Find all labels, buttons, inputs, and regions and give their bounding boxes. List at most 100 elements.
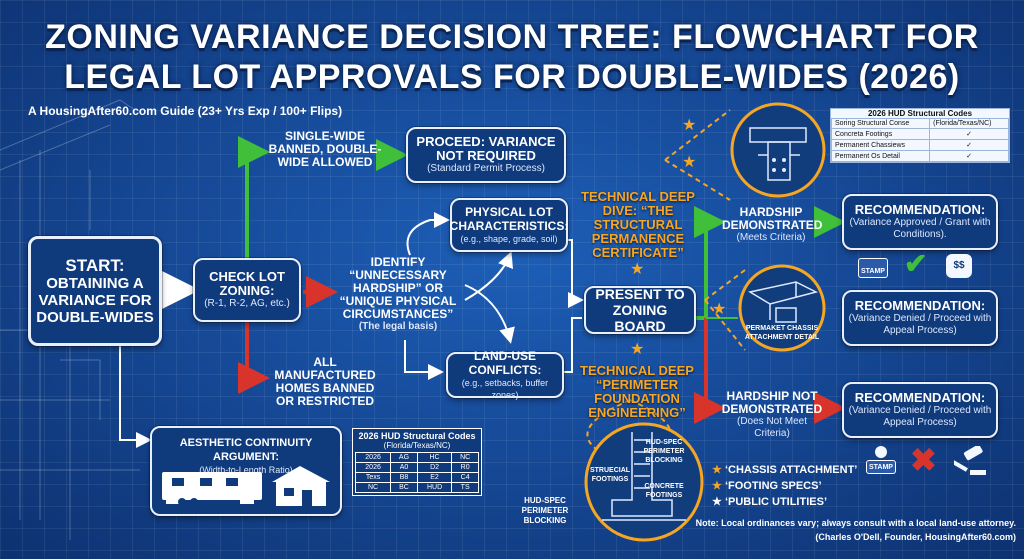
check-mark: ✓ [929, 150, 1009, 162]
hud-table-row: Permanent Chassiews [830, 139, 931, 151]
red-x-icon: ✖ [910, 442, 937, 478]
recommendation-denied-appeal-box: RECOMMENDATION: (Variance Denied / Proce… [842, 382, 998, 438]
hud-table-row: Concreta Footings [830, 128, 931, 140]
hudspec-blocking-outside-label: HUD-SPEC PERIMETER BLOCKING [521, 496, 569, 525]
legend-label: ‘PUBLIC UTILITIES’ [724, 496, 827, 508]
star-icon: ★ [682, 154, 697, 171]
codes-cell: A0 [390, 462, 418, 473]
structural-detail-circle [730, 102, 826, 198]
codes-cell: D2 [416, 462, 453, 473]
stamp-label: STAMP [861, 268, 885, 275]
legend-item: ★ ‘PUBLIC UTILITIES’ [712, 494, 857, 510]
check-lot-zoning-sub: (R-1, R-2, AG, etc.) [204, 298, 290, 309]
codes-table-subtitle: (Florida/Texas/NC) [383, 441, 451, 450]
hud-codes-table-top: 2026 HUD Structural Codes Soring Structu… [830, 108, 1010, 163]
start-line-1: START: [65, 256, 125, 275]
start-line-2: OBTAINING A [46, 275, 144, 292]
codes-cell: NC [354, 482, 392, 493]
footer-note: Note: Local ordinances vary; always cons… [695, 518, 1016, 528]
codes-cell: 2026 [354, 462, 392, 473]
legend-label: ‘FOOTING SPECS’ [724, 480, 822, 492]
hud-table-title: 2026 HUD Structural Codes [867, 109, 973, 118]
mobile-home-and-house-icons [162, 466, 330, 506]
aesthetic-sub: (Width-to-Length Ratio) [199, 465, 293, 475]
hud-table-header-right: (Florida/Texas/NC) [929, 118, 1009, 129]
identify-hardship-sub: (The legal basis) [358, 321, 438, 332]
star-icon: ★ [712, 496, 722, 508]
subtitle: A HousingAfter60.com Guide (23+ Yrs Exp … [28, 104, 343, 118]
land-use-title: LAND-USE CONFLICTS: [468, 349, 542, 377]
technical-deep-dive-2: TECHNICAL DEEP “PERIMETER FOUNDATION ENG… [580, 363, 694, 420]
codes-cell: HUD [416, 482, 453, 493]
chassis-detail-label: PERMAKET CHASSIS ATTACHMENT DETAIL [744, 325, 820, 341]
legend-item: ★ ‘CHASSIS ATTACHMENT’ [712, 462, 857, 478]
present-title: PRESENT TO ZONING BOARD [595, 286, 685, 334]
present-to-zoning-board-box: PRESENT TO ZONING BOARD [584, 286, 696, 334]
concrete-footings-label: CONCRETE FOOTINGS [644, 483, 684, 499]
recommendation-title: RECOMMENDATION: [854, 390, 986, 405]
codes-cell: HC [416, 452, 453, 463]
chassis-attachment-circle [738, 264, 826, 352]
codes-cell: C4 [451, 472, 479, 483]
check-lot-zoning-box: CHECK LOT ZONING: (R-1, R-2, AG, etc.) [193, 258, 301, 322]
recommendation-title: RECOMMENDATION: [854, 298, 986, 313]
recommendation-title: RECOMMENDATION: [854, 202, 986, 217]
star-icon: ★ [712, 301, 727, 318]
stamp-label: STAMP [866, 460, 896, 474]
hud-table-header-left: Soring Structural Conse [830, 118, 931, 129]
start-line-3: VARIANCE FOR [38, 292, 152, 309]
footer-credit: (Charles O'Dell, Founder, HousingAfter60… [815, 532, 1016, 542]
checkmark-icon: ✔ [904, 248, 928, 279]
stamp-icon: STAMP [858, 258, 888, 278]
legend-label: ‘CHASSIS ATTACHMENT’ [724, 464, 858, 476]
star-icon: ★ [712, 480, 722, 492]
star-icon: ★ [712, 464, 722, 476]
technical-deep-dive-1: TECHNICAL DEEP DIVE: “THE STRUCTURAL PER… [581, 189, 695, 260]
start-box: START: OBTAINING A VARIANCE FOR DOUBLE-W… [28, 236, 162, 346]
hud-table-row: Permanent Os Detail [830, 150, 931, 162]
title-line-2: LEGAL LOT APPROVALS FOR DOUBLE-WIDES (20… [64, 58, 960, 96]
codes-cell: R0 [451, 462, 479, 473]
codes-cell: B8 [390, 472, 418, 483]
hudspec-blocking-label: HUD-SPEC PERIMETER BLOCKING [643, 439, 685, 464]
aesthetic-title: AESTHETIC CONTINUITY ARGUMENT: [179, 437, 313, 463]
star-icon: ★ [630, 341, 645, 358]
recommendation-denied-box: RECOMMENDATION: (Variance Denied / Proce… [842, 290, 998, 346]
hardship-demonstrated-block: HARDSHIP DEMONSTRATED (Meets Criteria) [722, 205, 823, 244]
codes-cell: E2 [416, 472, 453, 483]
land-use-sub: (e.g., setbacks, buffer zones) [461, 378, 549, 400]
legend: ★ ‘CHASSIS ATTACHMENT’ ★ ‘FOOTING SPECS’… [712, 462, 857, 510]
codes-cell: TS [451, 482, 479, 493]
star-icon: ★ [630, 261, 645, 278]
codes-cell: Texs [354, 472, 392, 483]
check-mark: ✓ [929, 128, 1009, 140]
all-manufactured-banned-label: ALL MANUFACTURED HOMES BANNED OR RESTRIC… [274, 355, 376, 408]
hardship-demonstrated-sub: (Meets Criteria) [736, 232, 806, 243]
gavel-icon [954, 446, 986, 475]
identify-hardship-title: IDENTIFY “UNNECESSARY HARDSHIP” OR “UNIQ… [339, 255, 457, 321]
struecial-footings-label: STRUECIAL FOOTINGS [589, 467, 631, 483]
title-line-1: ZONING VARIANCE DECISION TREE: FLOWCHART… [45, 18, 979, 56]
hardship-not-demonstrated-sub: (Does Not Meet Criteria) [736, 416, 808, 439]
land-use-box: LAND-USE CONFLICTS: (e.g., setbacks, buf… [446, 349, 564, 400]
legend-item: ★ ‘FOOTING SPECS’ [712, 478, 857, 494]
codes-cell: NC [451, 452, 479, 463]
check-lot-zoning-title: CHECK LOT ZONING: [209, 269, 285, 298]
codes-table-title: 2026 HUD Structural Codes [358, 431, 476, 441]
hardship-not-demonstrated-block: HARDSHIP NOT DEMONSTRATED (Does Not Meet… [718, 390, 826, 440]
start-line-4: DOUBLE-WIDES [36, 309, 154, 326]
identify-hardship-block: IDENTIFY “UNNECESSARY HARDSHIP” OR “UNIQ… [332, 256, 464, 333]
codes-cell: 2026 [354, 452, 392, 463]
proceed-sub: (Standard Permit Process) [427, 163, 545, 174]
check-mark: ✓ [929, 139, 1009, 151]
hardship-not-demonstrated-title: HARDSHIP NOT DEMONSTRATED [721, 389, 823, 416]
recommendation-sub: (Variance Approved / Grant with Conditio… [849, 217, 991, 240]
codes-cell: BC [390, 482, 418, 493]
single-wide-banned-label: SINGLE-WIDE BANNED, DOUBLE-WIDE ALLOWED [268, 129, 382, 169]
hardship-demonstrated-title: HARDSHIP DEMONSTRATED [722, 205, 823, 232]
recommendation-sub: (Variance Denied / Proceed with Appeal P… [848, 313, 992, 336]
physical-lot-box: PHYSICAL LOT CHARACTERISTICS: (e.g., sha… [450, 198, 568, 252]
recommendation-approved-box: RECOMMENDATION: (Variance Approved / Gra… [842, 194, 998, 250]
star-icon: ★ [682, 117, 697, 134]
